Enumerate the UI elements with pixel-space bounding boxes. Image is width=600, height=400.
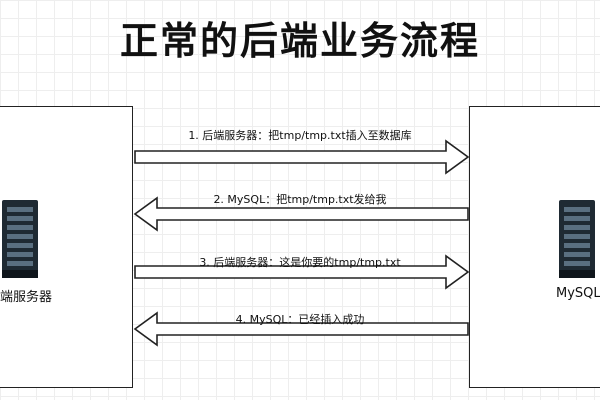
arrow-1-right bbox=[134, 139, 470, 175]
message-2-label: 2. MySQL：把tmp/tmp.txt发给我 bbox=[213, 193, 387, 206]
message-3-label: 3. 后端服务器：这是你要的tmp/tmp.txt bbox=[199, 256, 401, 269]
message-1-label: 1. 后端服务器：把tmp/tmp.txt插入至数据库 bbox=[188, 129, 412, 142]
arrow-2-left bbox=[133, 196, 469, 232]
message-4-label: 4. MySQL：已经插入成功 bbox=[235, 313, 365, 326]
server-icon bbox=[559, 200, 595, 278]
arrow-3-right bbox=[134, 254, 470, 290]
arrow-4-left bbox=[133, 311, 469, 347]
server-icon bbox=[2, 200, 38, 278]
backend-server-label: 端服务器 bbox=[0, 290, 53, 305]
diagram-title: 正常的后端业务流程 bbox=[119, 19, 480, 63]
mysql-server-label: MySQL bbox=[556, 286, 600, 301]
